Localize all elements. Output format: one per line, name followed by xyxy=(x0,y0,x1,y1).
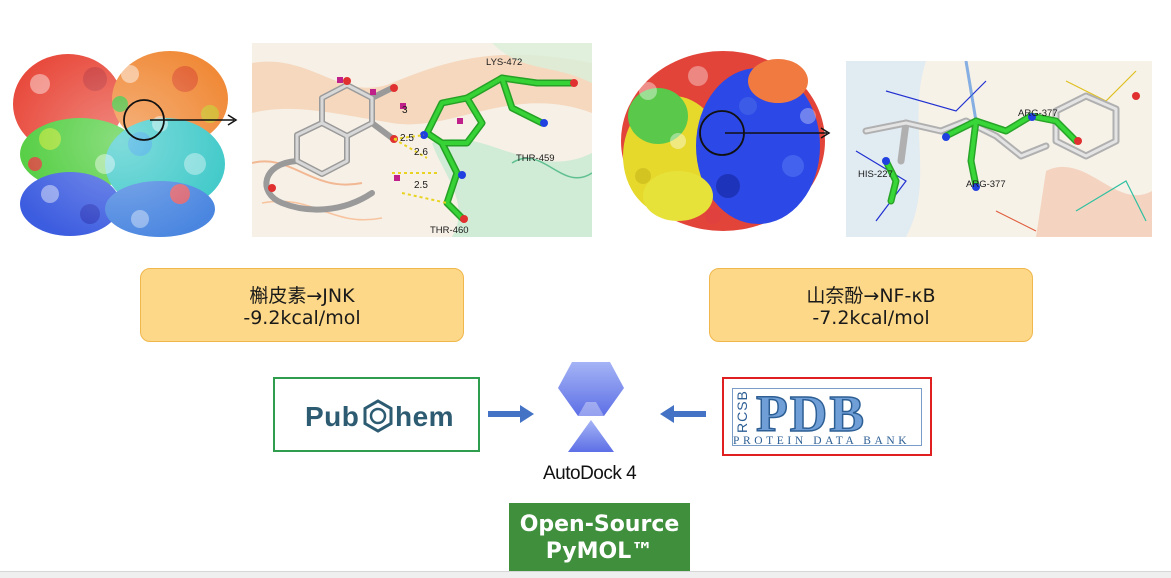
bottom-scrollbar-strip xyxy=(0,571,1171,578)
nfkb-protein-surface xyxy=(618,46,828,234)
pubchem-text-prefix: Pub xyxy=(305,401,360,432)
residue-label: THR-459 xyxy=(516,153,555,164)
residue-label: HIS-227 xyxy=(858,169,893,180)
rcsb-text: RCSB xyxy=(734,390,750,433)
distance-label: 2.5 xyxy=(414,180,428,191)
pymol-logo: Open-Source PyMOL™ xyxy=(509,503,690,571)
pdb-subtitle: PROTEIN DATA BANK xyxy=(733,435,911,447)
kaempferol-nfkb-result: 山奈酚→NF-κB -7.2kcal/mol xyxy=(709,268,1033,342)
jnk-binding-detail: LYS-472 THR-459 THR-460 3 2.5 2.6 2.5 xyxy=(252,43,592,237)
quercetin-jnk-result: 槲皮素→JNK -9.2kcal/mol xyxy=(140,268,464,342)
residue-label: THR-460 xyxy=(430,225,469,236)
pubchem-text-suffix: hem xyxy=(395,401,455,432)
residue-label: LYS-472 xyxy=(486,57,522,68)
distance-label: 2.6 xyxy=(414,147,428,158)
result-energy: -7.2kcal/mol xyxy=(812,307,930,329)
arrow-right-icon xyxy=(488,405,534,423)
zoom-arrow-right xyxy=(725,127,831,139)
benzene-ring-icon xyxy=(363,399,393,433)
result-title: 山奈酚→NF-κB xyxy=(806,285,936,307)
jnk-protein-surface xyxy=(10,44,232,238)
nfkb-binding-detail: ARG-377 HIS-227 ARG-377 xyxy=(846,61,1152,237)
pdb-title: PDB xyxy=(755,385,866,444)
result-title: 槲皮素→JNK xyxy=(249,285,355,307)
distance-label: 2.5 xyxy=(400,133,414,144)
autodock-label: AutoDock 4 xyxy=(543,463,637,484)
residue-label: ARG-377 xyxy=(966,179,1006,190)
result-energy: -9.2kcal/mol xyxy=(243,307,361,329)
autodock-logo-icon xyxy=(558,362,624,452)
zoom-arrow-left xyxy=(150,114,238,126)
distance-label: 3 xyxy=(402,105,408,116)
pubchem-logo: Pub hem xyxy=(273,377,480,452)
pdb-logo: RCSB PDB PROTEIN DATA BANK xyxy=(722,377,932,456)
residue-label: ARG-377 xyxy=(1018,108,1058,119)
arrow-left-icon xyxy=(660,405,706,423)
pymol-line2: PyMOL™ xyxy=(545,539,654,564)
pymol-line1: Open-Source xyxy=(519,512,680,537)
